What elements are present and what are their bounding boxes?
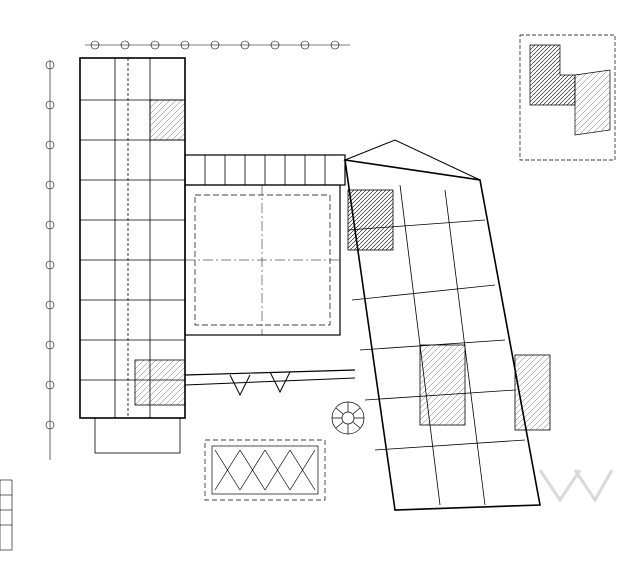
right-wing-core	[419, 344, 466, 426]
left-wing-core	[149, 99, 186, 141]
left-wing-stair	[134, 359, 186, 406]
grid-axes-left	[45, 60, 55, 460]
key-plan	[519, 34, 616, 161]
left-wing	[79, 57, 186, 454]
right-wing	[343, 139, 551, 511]
north-connector	[184, 154, 346, 186]
left-wing-entry	[94, 417, 181, 454]
grid-axes-top	[85, 40, 350, 50]
right-wing-stair-north	[347, 189, 394, 251]
legend-box	[0, 479, 13, 551]
courtyard	[184, 184, 341, 336]
south-walkway	[184, 369, 356, 397]
spiral-stair	[331, 401, 365, 435]
south-canopy	[204, 439, 326, 501]
watermark	[538, 469, 614, 503]
right-wing-balcony	[514, 354, 551, 431]
